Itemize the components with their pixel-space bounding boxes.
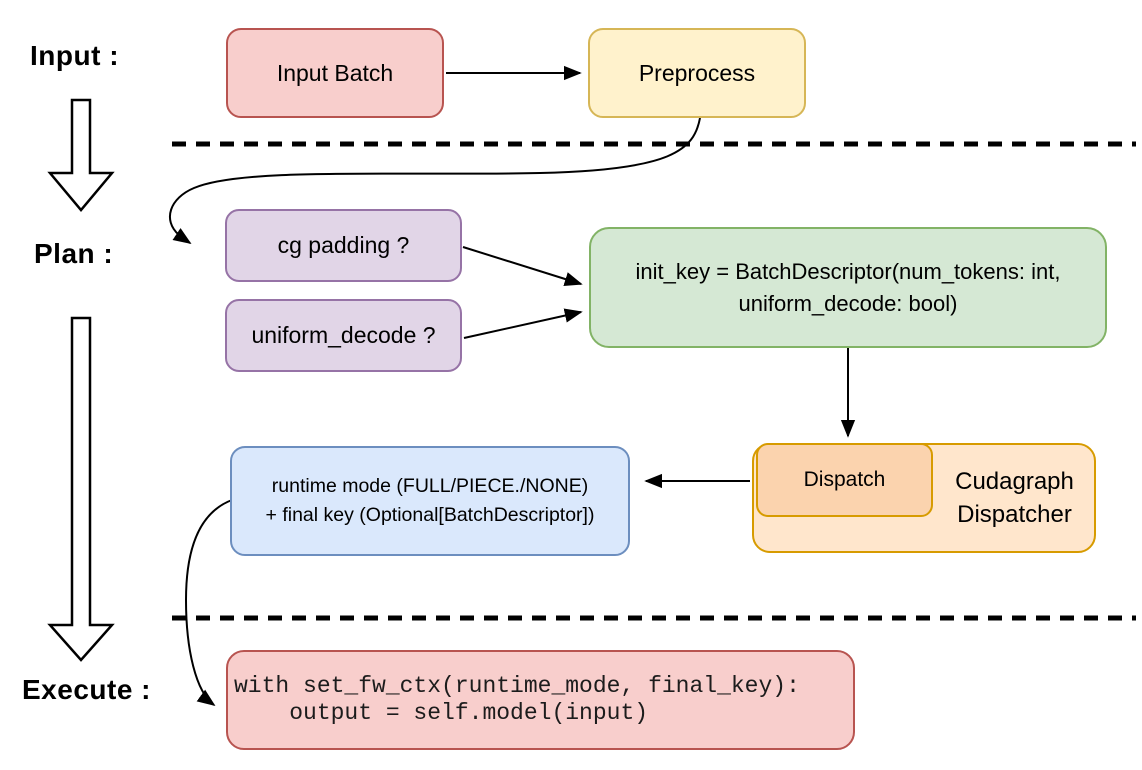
hollow-arrow-plan-to-execute-icon (47, 316, 115, 662)
connector-cgpadding-to-initkey (462, 246, 583, 287)
stage-label-execute: Execute : (22, 674, 151, 705)
node-runtime-mode-line1: runtime mode (FULL/PIECE./NONE) (271, 475, 589, 497)
node-runtime-mode-line2: + final key (Optional[BatchDescriptor]) (265, 504, 595, 526)
cudagraph-label-line1: Cudagraph (955, 468, 1074, 495)
node-cudagraph-dispatcher-label: Cudagraph Dispatcher (933, 443, 1096, 553)
node-uniform-decode-label: uniform_decode ? (251, 322, 436, 349)
node-uniform-decode: uniform_decode ? (225, 299, 462, 372)
connector-uniformdecode-to-initkey (463, 308, 583, 339)
node-preprocess-label: Preprocess (638, 59, 756, 86)
node-init-key-line2: uniform_decode: bool) (738, 290, 958, 316)
node-cg-padding: cg padding ? (225, 209, 462, 282)
node-init-key-line1: init_key = BatchDescriptor(num_tokens: i… (635, 258, 1061, 284)
node-runtime-mode: runtime mode (FULL/PIECE./NONE) + final … (230, 446, 630, 556)
node-init-key: init_key = BatchDescriptor(num_tokens: i… (589, 227, 1107, 348)
execute-code-line2: output = self.model(input) (234, 700, 649, 726)
cudagraph-label-line2: Dispatcher (957, 501, 1072, 528)
execute-code-line1: with set_fw_ctx(runtime_mode, final_key)… (234, 673, 800, 699)
node-dispatch: Dispatch (756, 443, 933, 517)
node-input-batch-label: Input Batch (276, 59, 394, 86)
node-execute-code: with set_fw_ctx(runtime_mode, final_key)… (226, 650, 855, 750)
node-preprocess: Preprocess (588, 28, 806, 118)
stage-label-plan: Plan : (34, 238, 114, 269)
connector-runtimemode-to-executecode (184, 499, 233, 707)
node-input-batch: Input Batch (226, 28, 444, 118)
connector-preprocess-to-cgpadding (169, 117, 701, 244)
node-dispatch-label: Dispatch (803, 467, 886, 491)
node-cg-padding-label: cg padding ? (277, 232, 410, 259)
stage-label-input: Input : (30, 40, 120, 71)
hollow-arrow-input-to-plan-icon (47, 98, 115, 212)
